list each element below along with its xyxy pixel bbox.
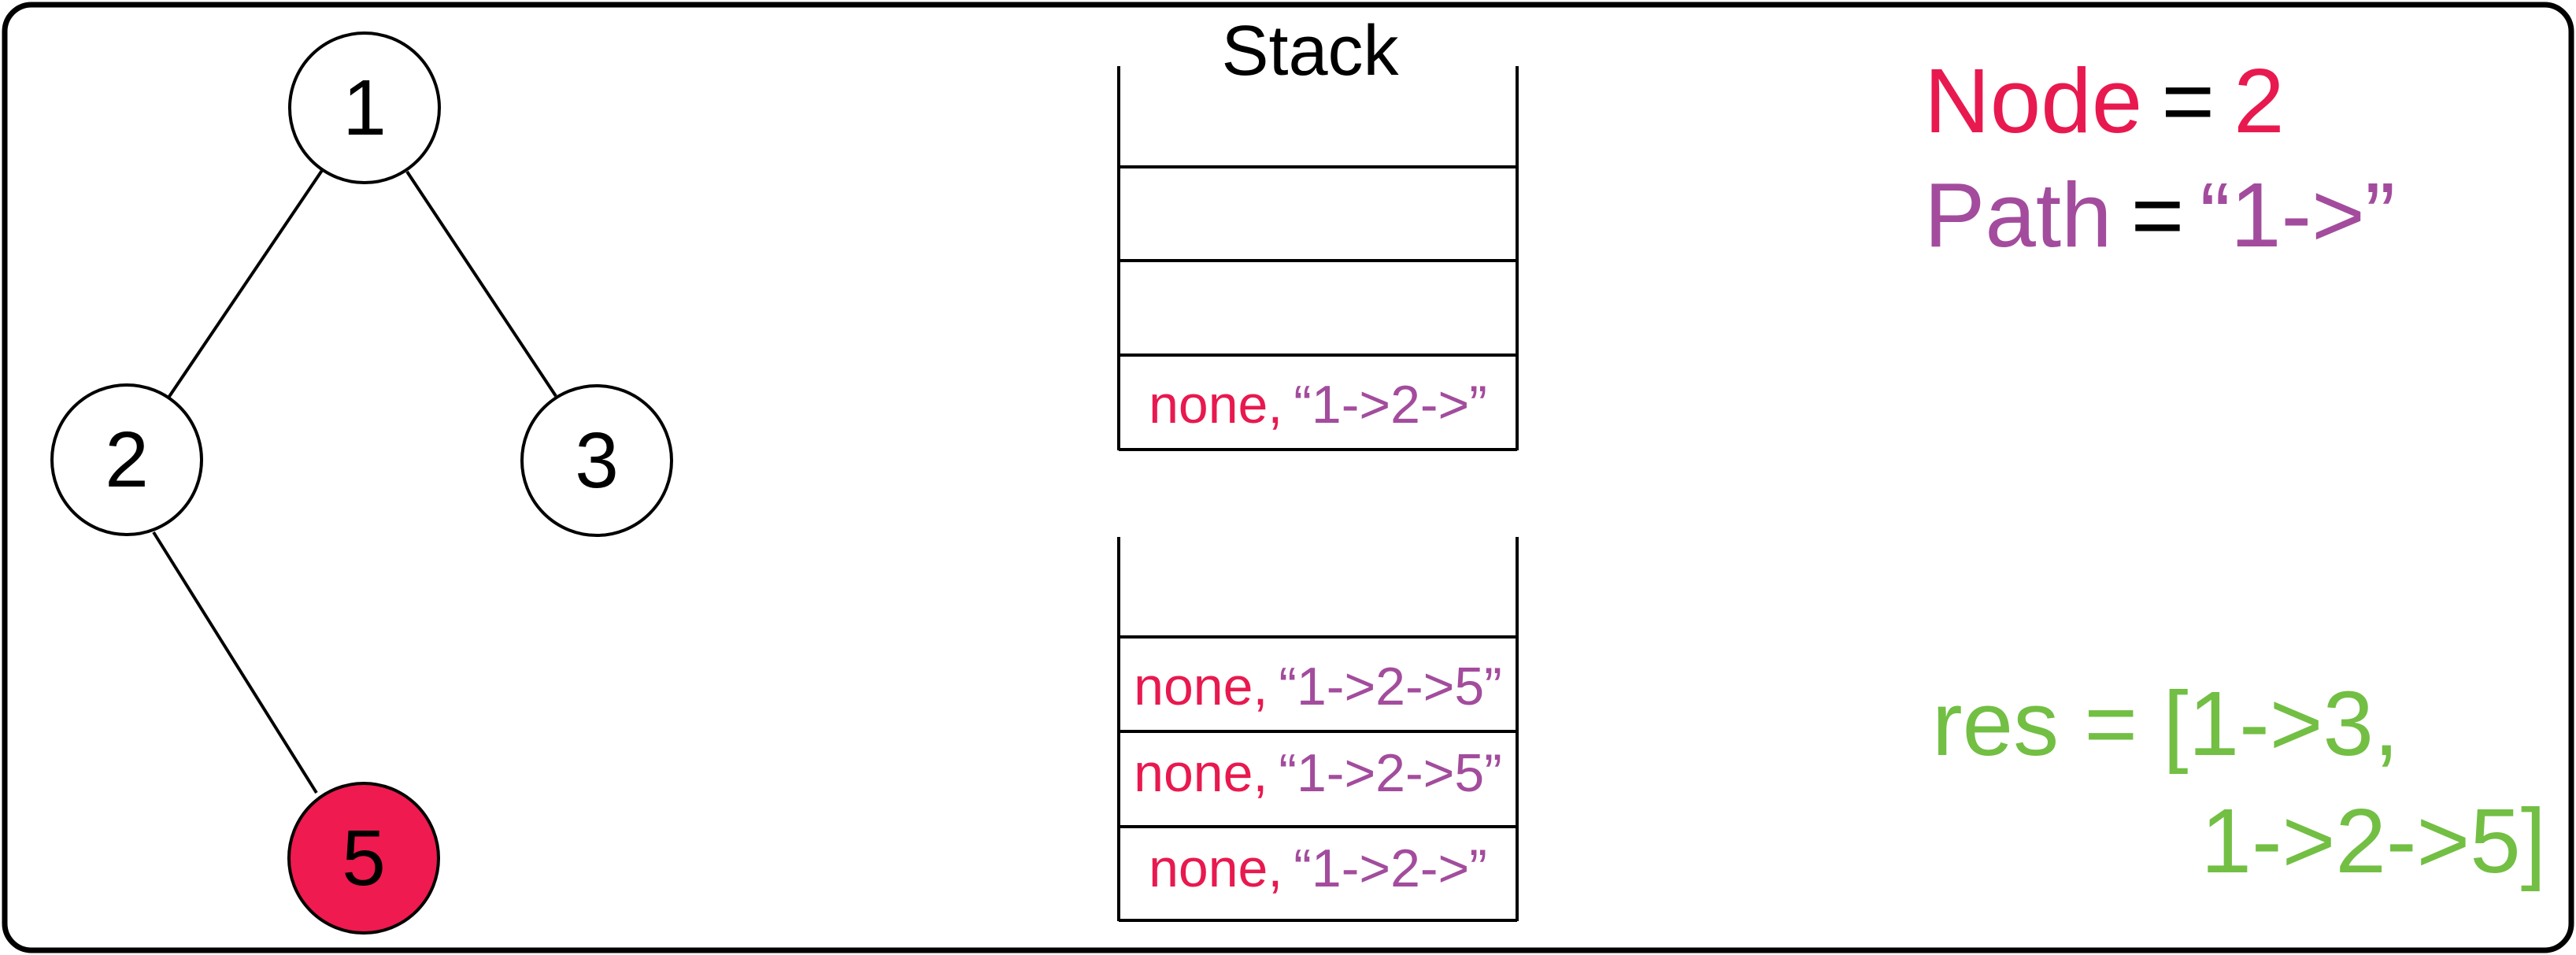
stack-bottom xyxy=(1117,537,1519,922)
path-key: Path xyxy=(1924,164,2112,266)
node-label: 2 xyxy=(105,416,149,504)
state-node-line: Node=2 xyxy=(1924,50,2285,152)
path-value: “1->” xyxy=(2200,164,2395,266)
node-circle xyxy=(520,384,673,537)
cell-node: none, xyxy=(1149,838,1282,898)
edge-1-2 xyxy=(165,168,324,402)
tree-node-1: 1 xyxy=(288,31,441,184)
tree-node-2: 2 xyxy=(50,383,203,536)
stack-title: Stack xyxy=(1221,12,1399,91)
cell-path: “1->2->” xyxy=(1294,375,1487,435)
cell-node: none, xyxy=(1149,375,1282,435)
path-equals: = xyxy=(2131,164,2185,266)
stack-bottom-cell-2: none,“1->2->5” xyxy=(1134,743,1502,803)
cell-node: none, xyxy=(1134,743,1268,803)
edge-1-3 xyxy=(405,170,557,398)
node-label: 1 xyxy=(342,64,387,152)
node-key: Node xyxy=(1924,50,2142,152)
node-circle-highlighted xyxy=(287,782,440,935)
node-label: 5 xyxy=(342,814,386,902)
tree-node-5: 5 xyxy=(287,782,440,935)
result-line-2: 1->2->5] xyxy=(2200,790,2546,892)
state-path-line: Path=“1->” xyxy=(1924,164,2396,266)
stack-bottom-cell-3: none,“1->2->” xyxy=(1149,838,1487,898)
tree-node-3: 3 xyxy=(520,384,673,537)
node-circle xyxy=(50,383,203,536)
cell-node: none, xyxy=(1134,657,1268,716)
node-label: 3 xyxy=(575,416,619,505)
edge-2-5 xyxy=(152,531,318,794)
stack-top xyxy=(1117,66,1519,451)
node-equals: = xyxy=(2161,50,2215,152)
tree-edges xyxy=(152,168,557,794)
stack-bottom-cell-1: none,“1->2->5” xyxy=(1134,657,1502,716)
cell-path: “1->2->” xyxy=(1294,838,1487,898)
cell-path: “1->2->5” xyxy=(1279,657,1501,716)
cell-path: “1->2->5” xyxy=(1279,743,1501,803)
node-value: 2 xyxy=(2234,50,2285,152)
result-line-1: res = [1->3, xyxy=(1932,672,2399,775)
node-circle xyxy=(288,31,441,184)
stack-top-cell-3: none,“1->2->” xyxy=(1149,375,1487,435)
